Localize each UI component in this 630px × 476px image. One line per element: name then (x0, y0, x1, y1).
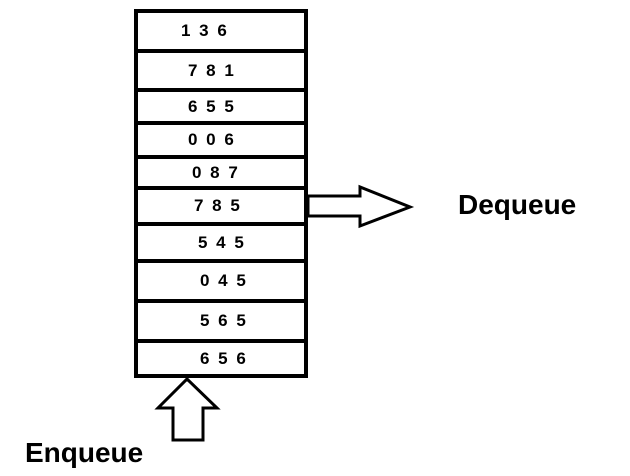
queue-element: 5 4 5 (138, 226, 304, 259)
queue-element: 7 8 5 (138, 190, 304, 222)
enqueue-label: Enqueue (25, 437, 144, 468)
queue-element-value: 5 6 5 (200, 311, 248, 330)
queue-divider (134, 339, 308, 343)
queue-element: 5 6 5 (138, 303, 304, 339)
queue-element-value: 7 8 5 (194, 196, 242, 215)
queue-element: 0 4 5 (138, 263, 304, 299)
queue-element-value: 0 8 7 (192, 162, 240, 182)
queue-element: 1 3 6 (138, 13, 304, 49)
queue-container: 1 3 6 7 8 1 6 5 5 0 0 6 0 8 7 7 8 5 5 4 5 0 4 5… (134, 9, 308, 378)
queue-element-value: 6 5 5 (188, 96, 236, 116)
queue-divider (134, 155, 308, 159)
queue-element: 7 8 1 (138, 53, 304, 88)
queue-divider (134, 299, 308, 303)
queue-element-value: 7 8 1 (188, 60, 236, 80)
queue-element-value: 0 4 5 (200, 271, 248, 290)
queue-divider (134, 259, 308, 263)
queue-divider (134, 186, 308, 190)
queue-element: 0 0 6 (138, 125, 304, 155)
queue-divider (134, 49, 308, 53)
queue-element-value: 1 3 6 (181, 21, 229, 40)
queue-divider (134, 121, 308, 125)
queue-element: 6 5 6 (138, 343, 304, 374)
dequeue-label: Dequeue (458, 189, 577, 220)
queue-element: 0 8 7 (138, 159, 304, 186)
queue-divider (134, 88, 308, 92)
queue-element: 6 5 5 (138, 92, 304, 121)
queue-element-value: 5 4 5 (198, 232, 246, 252)
queue-element-value: 0 0 6 (188, 130, 236, 149)
queue-divider (134, 222, 308, 226)
queue-element-value: 6 5 6 (200, 348, 248, 368)
